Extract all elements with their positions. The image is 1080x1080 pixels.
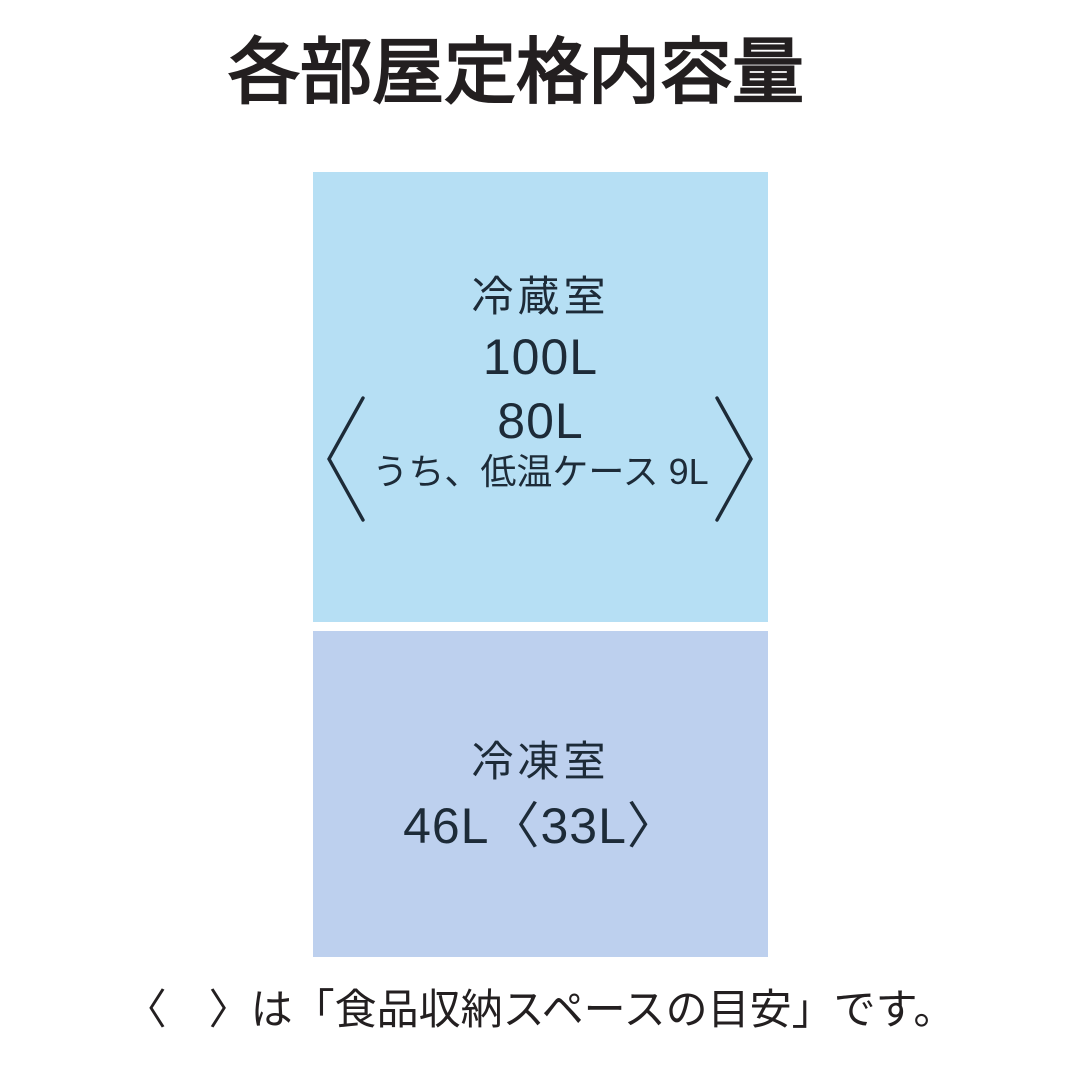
fridge-rated-capacity: 100L bbox=[482, 329, 599, 385]
freezer-room-name: 冷凍室 bbox=[471, 738, 610, 785]
freezer-text-block: 冷凍室 46L〈33L〉 bbox=[313, 738, 768, 854]
page-title: 各部屋定格内容量 bbox=[228, 33, 805, 113]
freezer-capacity: 46L〈33L〉 bbox=[403, 798, 678, 854]
footnote-text: 〈 〉は「食品収納スペースの目安」です。 bbox=[124, 986, 956, 1033]
compartment-fridge: 冷蔵室 100L 80L うち、低温ケース 9L bbox=[313, 172, 768, 622]
fridge-room-name: 冷蔵室 bbox=[471, 273, 610, 320]
compartment-freezer: 冷凍室 46L〈33L〉 bbox=[313, 631, 768, 957]
fridge-storage-space: 80L bbox=[497, 393, 584, 449]
compartment-diagram: 冷蔵室 100L 80L うち、低温ケース 9L 冷凍室 46L〈33L〉 bbox=[313, 172, 768, 957]
fridge-low-temp-case-note: うち、低温ケース 9L bbox=[372, 451, 709, 492]
fridge-text-block: 冷蔵室 100L 80L うち、低温ケース 9L bbox=[313, 276, 768, 490]
